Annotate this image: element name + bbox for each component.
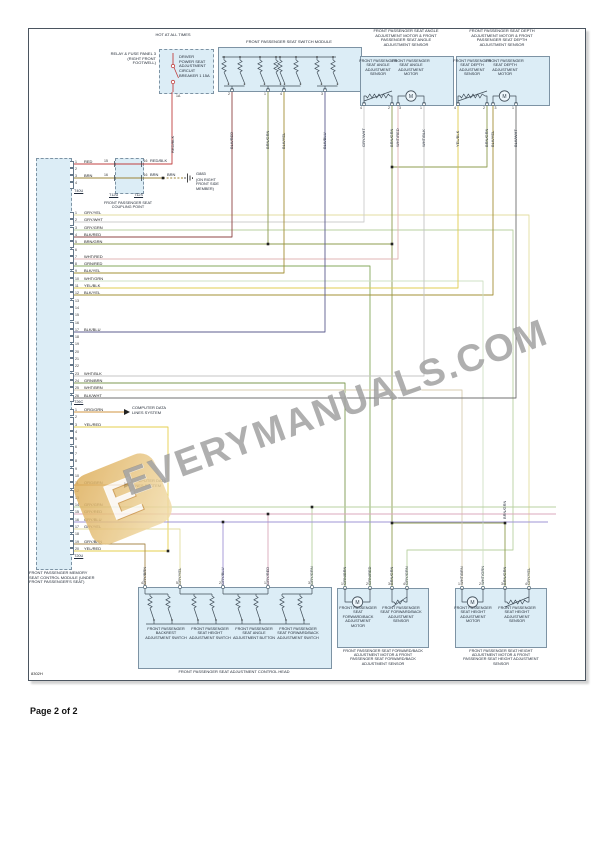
fuse-panel-box	[159, 49, 214, 94]
svg-text:M: M	[502, 94, 506, 100]
fwdback-unit-box	[337, 588, 429, 648]
depth-unit-box	[456, 56, 550, 106]
svg-text:M: M	[470, 600, 474, 606]
svg-text:M: M	[409, 94, 413, 100]
svg-text:M: M	[355, 600, 359, 606]
